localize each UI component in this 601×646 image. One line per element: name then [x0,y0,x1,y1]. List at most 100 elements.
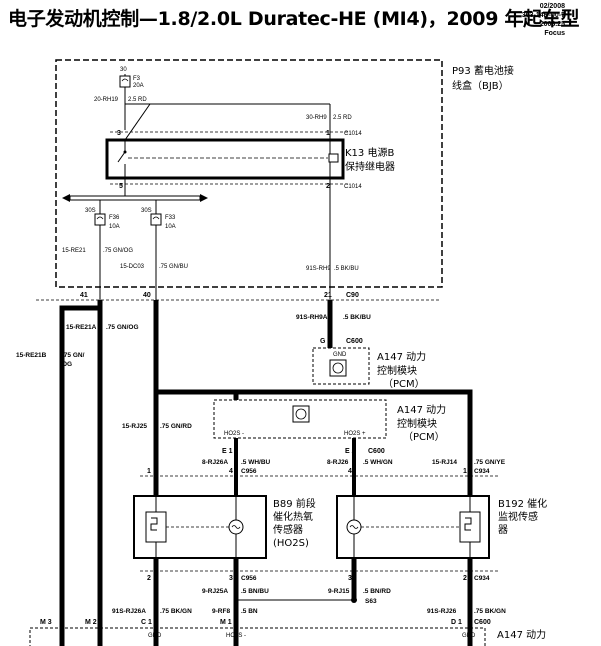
wire-15re21b: 15-RE21B [16,352,47,359]
a147-bottom-label: A147 动力 [497,628,546,641]
f3-fuse-symbol [119,75,131,88]
k13-pin-5: 5 [119,183,123,190]
wire-75gnog-a: .75 GN/OG [106,324,139,331]
wire-25rd: 2.5 RD [128,97,147,103]
f36-pin: 30S [85,208,96,214]
a147-mid-label-1: A147 动力 [397,403,446,416]
pin-21: 21 [324,292,332,299]
f33-rating: 10A [165,224,176,230]
wire-15rj25: 15-RJ25 [122,423,147,430]
pin-1-b89: 1 [147,468,151,475]
pin-1-b192: 1 [463,468,467,475]
b192-label-1: B192 催化 [498,497,547,510]
signal-gnd-3: GND [462,633,476,639]
p93-label-1: P93 蓄电池接 [452,64,514,77]
doc-date: 02/2008 [539,3,565,10]
splice-s63: S63 [365,598,377,605]
pcm-icon-2 [292,405,310,423]
wire-5whbu: .5 WH/BU [241,459,271,466]
pin-g1: G 1 [320,338,331,345]
connector-c600a: C600 [346,338,363,345]
k13-label-1: K13 电源B [345,146,394,159]
doc-vehicle: Focus [544,30,565,37]
a147-top-label-2: 控制模块 [377,364,417,377]
signal-gnd-1: GND [333,352,347,358]
pin-4-b89: 4 [229,468,233,475]
wire-8rj26: 8-RJ26 [327,459,349,466]
pin-e1: E 1 [222,448,233,455]
f33-fuse-symbol [150,213,162,226]
b89-label-3: 传感器 [273,523,303,536]
f3-rating: 20A [133,83,144,89]
wire-15dc03: 15-DC03 [120,264,145,270]
connector-c934b: C934 [474,575,490,582]
k13-pin-1: 1 [326,130,330,137]
wire-30rh9: 30-RH9 [306,115,327,121]
b89-label-4: (HO2S) [273,538,309,549]
wire-91srj26: 91S-RJ26 [427,608,457,615]
wire-5bn: .5 BN [241,608,258,615]
k13-relay-box [105,138,345,180]
wire-15rj14-path [156,389,473,460]
power-bus-bar [69,195,201,201]
wire-9rj25a: 9-RJ25A [202,588,228,595]
doc-number: 303-14B-00-7 [521,12,565,19]
a147-mid-label-2: 控制模块 [397,417,437,430]
wire-91srh9a: 91S-RH9A [296,314,328,321]
a147-top-label-3: （PCM） [383,378,425,390]
pin-m3: M 3 [40,619,52,626]
wire-91srj26a: 91S-RJ26A [112,608,146,615]
connector-c600c: C600 [474,619,491,626]
wire-75gnrd: .75 GN/RD [160,423,192,430]
signal-gnd-2: GND [148,633,162,639]
f33-id: F33 [165,215,176,221]
signal-ho2s-minus: HO2S - [224,431,244,437]
pin-3-b89: 3 [229,575,233,582]
pin-e2: E 2 [345,448,356,455]
relay-switch-contact [117,151,126,163]
wire-75gnbu: .75 GN/BU [159,264,188,270]
connector-c956b: C956 [241,575,257,582]
wire-15re21: 15-RE21 [62,248,86,254]
doc-model-year: 2008.25 [539,21,565,28]
a147-mid-label-3: （PCM） [403,431,445,443]
connector-c956a: C956 [241,468,257,475]
b192-label-3: 器 [498,524,508,536]
k13-pin-3: 3 [117,130,121,137]
signal-ho2s-plus: HO2S + [344,431,366,437]
pin-40: 40 [143,292,151,299]
wire-20rh19: 20-RH19 [94,97,119,103]
pcm-icon [329,359,347,377]
pin-41: 41 [80,292,88,299]
wire-25rd-b: 2.5 RD [333,115,352,121]
pin-m1: M 1 [220,619,232,626]
pin-c1: C 1 [141,619,152,626]
wire-5bkbu: .5 BK/BU [334,266,359,272]
wire-15re21a: 15-RE21A [66,324,97,331]
pin-2-b89: 2 [147,575,151,582]
wire-75gnye: .75 GN/YE [474,459,506,466]
b192-heater-symbol [459,511,481,543]
wire-5whgn: .5 WH/GN [363,459,393,466]
connector-c1014-bottom: C1014 [344,184,362,190]
document-reference: 02/2008 303-14B-00-7 2008.25 Focus [522,2,565,38]
k13-label-2: 保持继电器 [345,160,395,173]
a147-top-label-1: A147 动力 [377,350,426,363]
p93-label-2: 线盒（BJB） [452,79,509,92]
wire-15dc03-path [153,300,239,400]
splice-s63-dot [351,597,357,603]
relay-coil-symbol [328,153,339,163]
f36-rating: 10A [109,224,120,230]
f36-fuse-symbol [94,213,106,226]
b89-heater-symbol [145,511,167,543]
signal-ho2s-minus-2: HO2S - [226,633,246,639]
connector-c90: C90 [346,292,359,299]
wire-5bnbu: .5 BN/BU [241,588,269,595]
k13-pin-2: 2 [326,183,330,190]
b89-label-2: 催化热氧 [273,510,313,523]
wire-5bnrd: .5 BN/RD [363,588,391,595]
connector-c1014-top: C1014 [344,131,362,137]
pin-3-b192: 3 [348,575,352,582]
wire-9rf8: 9-RF8 [212,608,230,615]
b89-label-1: B89 前段 [273,497,316,510]
